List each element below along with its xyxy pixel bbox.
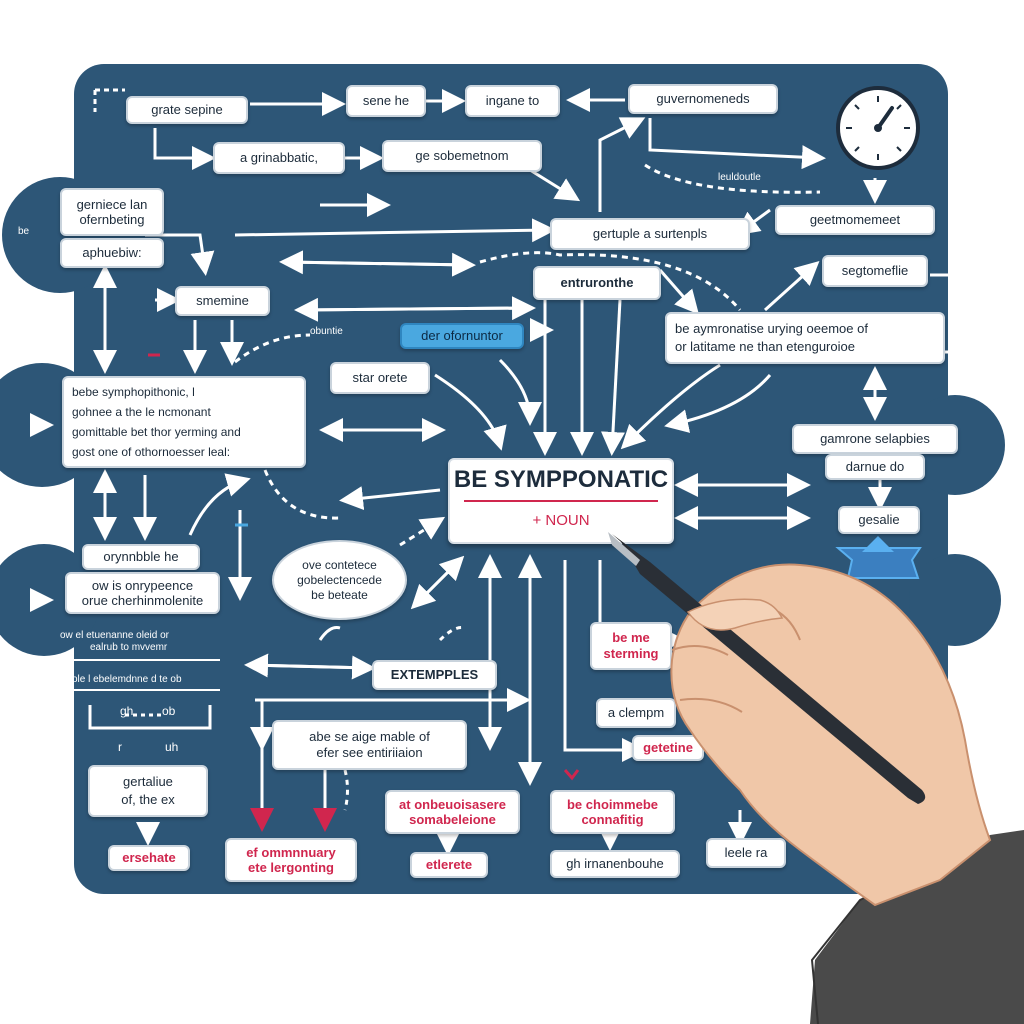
node-lower-right2[interactable]: getetine [632,735,704,761]
node-top-far[interactable]: guvernomeneds [628,84,778,114]
node-mid-upper[interactable]: gertuple a surtenpls [550,218,750,250]
label-bracket-left: gh [120,704,134,718]
node-right-small[interactable]: gesalie [838,506,920,534]
node-top-left[interactable]: grate sepine [126,96,248,124]
node-right-upper[interactable]: geetmomemeet [775,205,935,235]
node-right-second[interactable]: segtomeflie [822,255,928,287]
node-left-low[interactable]: ow is onrypeence orue cherhinmolenite [65,572,220,614]
label-bracket-under-left: r [118,740,122,754]
node-left-big[interactable]: bebe symphopithonic, l gohnee a the le n… [62,376,306,468]
label-left-text3: ole l ebelemdnne d te ob [72,674,182,685]
center-concept-card[interactable]: BE SYMPPONATIC + NOUN [448,458,674,544]
node-row2-mid[interactable]: ge sobemetnom [382,140,542,172]
node-bottom-right[interactable]: gh irnanenbouhe [550,850,680,878]
node-bottom-left[interactable]: gertaliue of, the ex [88,765,208,817]
node-bottom-mid-pink[interactable]: ef ommnnuary ete lergonting [225,838,357,882]
label-leuldoutle: leuldoutle [718,172,761,183]
node-right-mid[interactable]: gamrone selapbies [792,424,958,454]
accent-marks [148,353,580,832]
node-right-mid2[interactable]: darnue do [825,454,925,480]
center-title: BE SYMPPONATIC [453,466,669,493]
node-left-group-sub[interactable]: aphuebiw: [60,238,164,268]
center-subtitle: + NOUN [532,512,590,529]
label-left-text1: ow el etuenanne oleid or [60,630,169,641]
label-left-edge-top: be [18,226,30,237]
node-oval[interactable]: ove contetece gobelectencede be beteate [272,540,407,620]
center-underline [464,500,658,502]
node-bottom-center[interactable]: etlerete [410,852,488,878]
node-bottom-right-pink[interactable]: be choimmebe connafitig [550,790,675,834]
node-left-group-title[interactable]: gerniece lan ofernbeting [60,188,164,236]
node-right-desc[interactable]: be aymronatise urying oeemoe of or latit… [665,312,945,364]
clock-icon [836,86,920,170]
node-row2-left[interactable]: a grinabbatic, [213,142,345,174]
label-bracket-under-right: uh [165,740,179,754]
label-left-text2: ealrub to mvvemr [90,642,168,653]
label-obuntie: obuntie [310,326,343,337]
node-top-mid[interactable]: sene he [346,85,426,117]
node-left-low-title[interactable]: orynnbble he [82,544,200,570]
node-bottom-far-right[interactable]: leele ra [706,838,786,868]
node-star[interactable]: star orete [330,362,430,394]
node-bottom-left-pink[interactable]: ersehate [108,845,190,871]
node-small-left[interactable]: smemine [175,286,270,316]
node-mid-label[interactable]: entruronthe [533,266,661,300]
node-examples[interactable]: EXTEMPPLES [372,660,497,690]
node-lower-right[interactable]: a clempm [596,698,676,728]
node-highlight[interactable]: der ofornuntor [400,323,524,349]
node-bottom-center-pink[interactable]: at onbeuoisasere somabeleione [385,790,520,834]
node-lower-mid[interactable]: abe se aige mable of efer see entiriiaio… [272,720,467,770]
node-top-right[interactable]: ingane to [465,85,560,117]
label-bracket-right: ob [162,704,176,718]
node-pink-right[interactable]: be me sterming [590,622,672,670]
connector-arrows [30,88,972,856]
